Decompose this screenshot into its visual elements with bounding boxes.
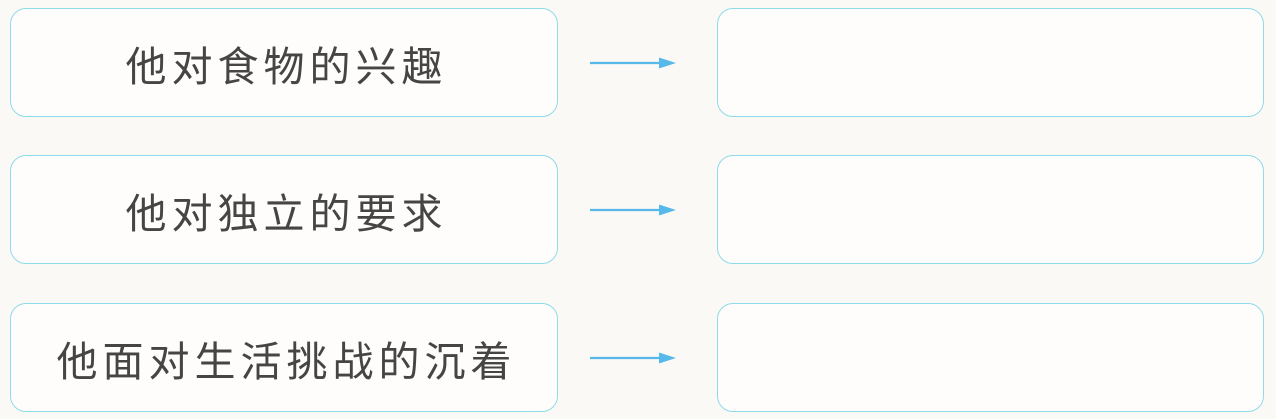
mapping-row: 他对独立的要求 xyxy=(0,155,1276,264)
prompt-box: 他对食物的兴趣 xyxy=(10,8,558,117)
answer-box[interactable] xyxy=(717,155,1264,264)
arrow-right-icon xyxy=(589,56,677,70)
answer-box[interactable] xyxy=(717,303,1264,412)
prompt-label: 他对独立的要求 xyxy=(125,189,448,238)
arrow-right-icon xyxy=(589,351,677,365)
mapping-row: 他对食物的兴趣 xyxy=(0,8,1276,117)
prompt-box: 他面对生活挑战的沉着 xyxy=(10,303,558,412)
prompt-box: 他对独立的要求 xyxy=(10,155,558,264)
arrow-right-icon xyxy=(589,203,677,217)
prompt-label: 他对食物的兴趣 xyxy=(125,42,448,91)
mapping-row: 他面对生活挑战的沉着 xyxy=(0,303,1276,412)
answer-box[interactable] xyxy=(717,8,1264,117)
prompt-label: 他面对生活挑战的沉着 xyxy=(56,337,517,386)
